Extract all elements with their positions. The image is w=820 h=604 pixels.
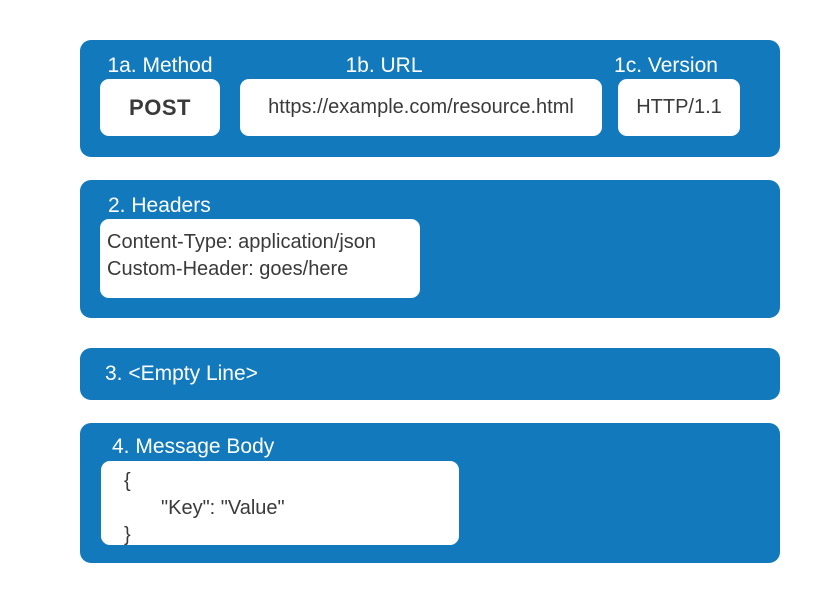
url-value: https://example.com/resource.html — [268, 96, 574, 118]
method-value: POST — [129, 94, 191, 120]
header-line-content-type: Content-Type: application/json — [107, 231, 377, 253]
version-field: 1c. Version HTTP/1.1 — [614, 54, 740, 136]
headers-value-box: Content-Type: application/json Custom-He… — [100, 219, 420, 298]
method-field: 1a. Method POST — [100, 54, 220, 136]
url-value-box: https://example.com/resource.html — [240, 79, 602, 136]
request-line-panel: 1a. Method POST 1b. URL https://example.… — [80, 40, 780, 157]
message-body-panel-title: 4. Message Body — [112, 435, 275, 458]
empty-line-panel: 3. <Empty Line> — [80, 348, 780, 400]
header-line-custom-header: Custom-Header: goes/here — [107, 258, 349, 280]
body-code-line-open-brace: { — [124, 470, 131, 492]
method-value-box: POST — [100, 79, 220, 136]
body-code-line-key-value: "Key": "Value" — [161, 497, 285, 519]
url-field: 1b. URL https://example.com/resource.htm… — [240, 54, 602, 136]
method-label: 1a. Method — [107, 54, 213, 77]
headers-panel: 2. Headers Content-Type: application/jso… — [80, 180, 780, 318]
version-label: 1c. Version — [614, 54, 718, 77]
version-value-box: HTTP/1.1 — [618, 79, 740, 136]
version-value: HTTP/1.1 — [636, 96, 722, 118]
headers-panel-title: 2. Headers — [108, 194, 211, 217]
empty-line-panel-title: 3. <Empty Line> — [105, 362, 258, 385]
url-label: 1b. URL — [345, 54, 423, 77]
message-body-value-box: { "Key": "Value" } — [101, 461, 459, 546]
message-body-panel: 4. Message Body { "Key": "Value" } — [80, 423, 780, 563]
body-code-line-close-brace: } — [124, 524, 131, 546]
